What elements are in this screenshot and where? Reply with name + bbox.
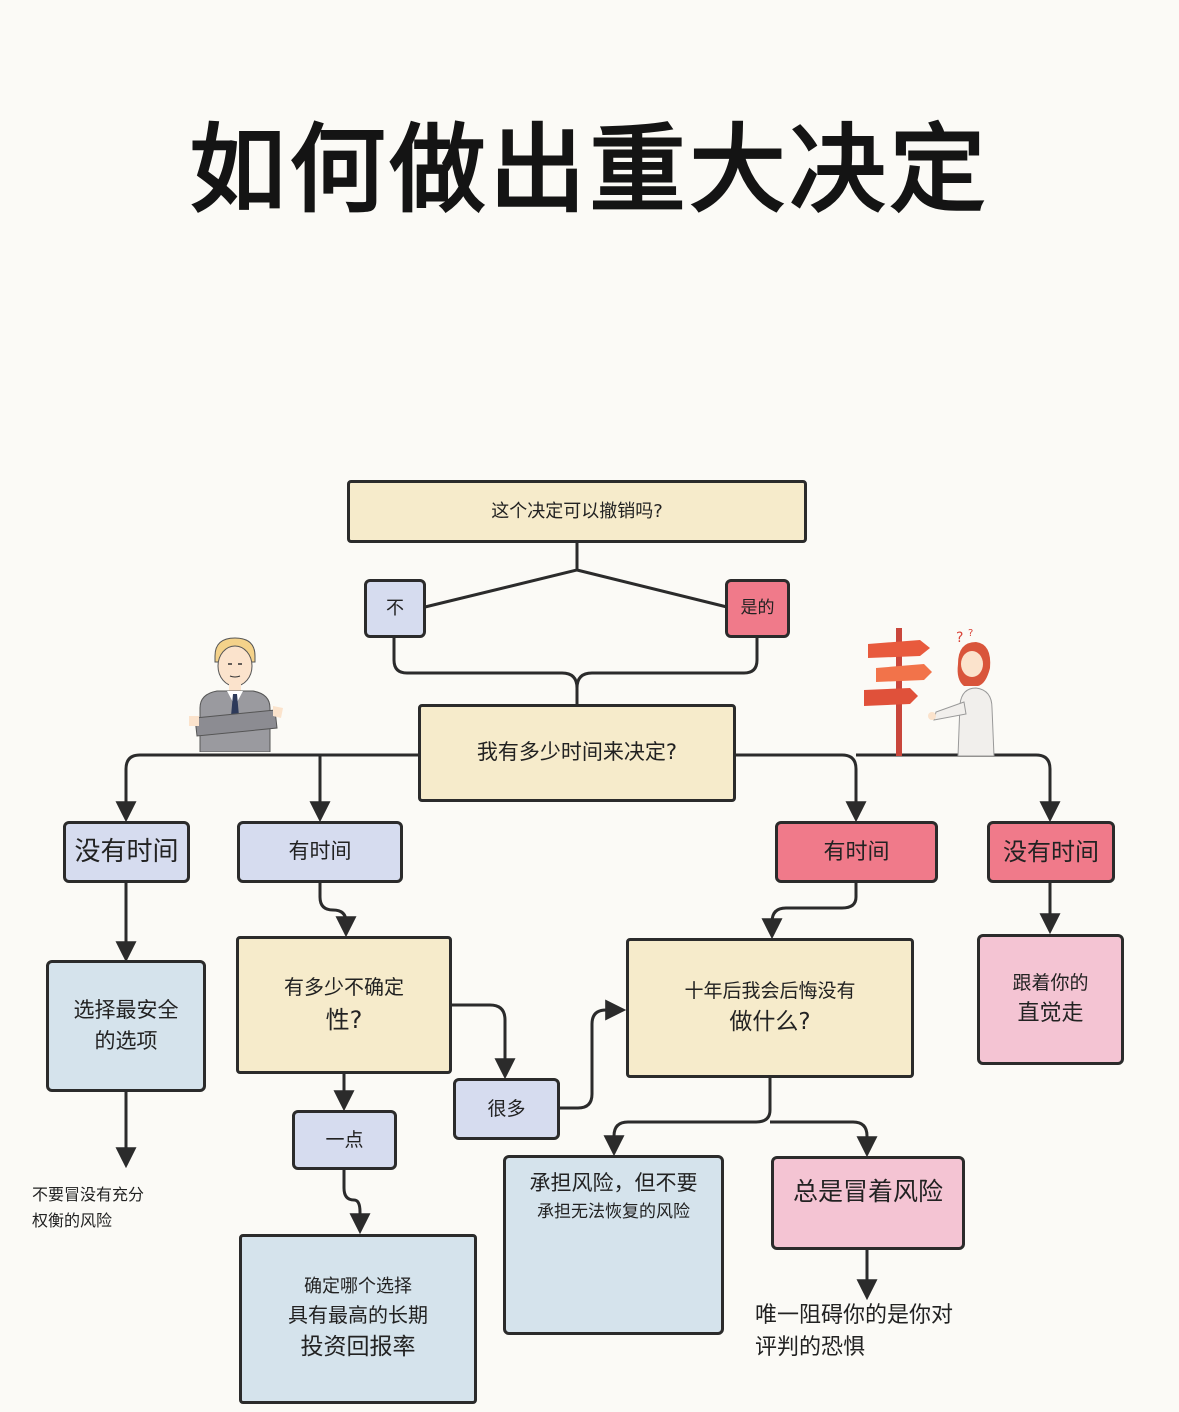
answer-yes-text: 是的 — [740, 597, 775, 618]
roi-box: 确定哪个选择 具有最高的长期 投资回报率 — [239, 1234, 477, 1404]
always-risk-text: 总是冒着风险 — [792, 1177, 943, 1206]
question-time-text: 我有多少时间来决定? — [476, 740, 678, 765]
line-q1-split — [424, 543, 728, 609]
take-risk-line2: 承担无法恢复的风险 — [537, 1201, 690, 1222]
answer-no-text: 不 — [386, 598, 404, 619]
left-have-time-box: 有时间 — [237, 821, 403, 883]
line-uncertainty-to-lot — [452, 1003, 516, 1080]
fear-line1: 唯一阻碍你的是你对 — [755, 1303, 954, 1328]
always-risk-box: 总是冒着风险 — [771, 1156, 965, 1250]
fear-note: 唯一阻碍你的是你对 评判的恐惧 — [755, 1300, 953, 1364]
line-have-time-to-uncertainty — [318, 883, 357, 938]
uncertainty-line2: 性? — [325, 1006, 363, 1034]
uncertainty-box: 有多少不确定 性? — [236, 936, 452, 1074]
line-regret-to-risk — [603, 1078, 772, 1157]
line-to-right-have-time — [735, 753, 867, 823]
safest-option-line2: 的选项 — [94, 1029, 158, 1053]
follow-gut-line1: 跟着你的 — [1012, 971, 1089, 994]
right-no-time-box: 没有时间 — [987, 821, 1115, 883]
page-title: 如何做出重大决定 — [189, 114, 990, 226]
a-lot-text: 很多 — [487, 1097, 526, 1120]
left-no-time-box: 没有时间 — [63, 821, 190, 883]
line-to-right-no-time — [856, 753, 1061, 823]
question-reversible-text: 这个决定可以撤销吗? — [491, 501, 663, 522]
roi-line2: 具有最高的长期 — [288, 1303, 428, 1328]
regret-question-box: 十年后我会后悔没有 做什么? — [626, 938, 914, 1078]
no-risk-line2: 权衡的风险 — [32, 1210, 113, 1230]
right-have-time-text: 有时间 — [823, 839, 890, 865]
follow-gut-box: 跟着你的 直觉走 — [977, 934, 1124, 1065]
left-no-time-text: 没有时间 — [74, 836, 179, 867]
safest-option-line1: 选择最安全 — [73, 997, 179, 1022]
question-reversible-box: 这个决定可以撤销吗? — [347, 480, 807, 543]
no-risk-line1: 不要冒没有充分 — [32, 1185, 145, 1204]
regret-line1: 十年后我会后悔没有 — [684, 979, 856, 1002]
woman-confused-signpost-icon: ? ? — [864, 628, 995, 756]
line-little-to-roi — [342, 1170, 371, 1235]
roi-line3: 投资回报率 — [300, 1334, 416, 1361]
svg-text:?: ? — [956, 630, 963, 646]
fear-line2: 评判的恐惧 — [755, 1334, 866, 1360]
line-to-left-no-time — [115, 753, 418, 823]
follow-gut-line2: 直觉走 — [1017, 1001, 1084, 1027]
line-regret-to-always-risk — [770, 1120, 878, 1158]
right-no-time-text: 没有时间 — [1003, 838, 1099, 866]
left-have-time-text: 有时间 — [288, 839, 352, 864]
regret-line2: 做什么? — [729, 1009, 811, 1035]
answer-yes-box: 是的 — [725, 579, 790, 638]
a-little-box: 一点 — [292, 1110, 397, 1170]
safest-option-box: 选择最安全 的选项 — [46, 960, 206, 1092]
businessman-arms-crossed-icon — [189, 637, 283, 752]
uncertainty-line1: 有多少不确定 — [284, 975, 404, 999]
a-lot-box: 很多 — [453, 1078, 560, 1140]
svg-text:?: ? — [968, 628, 973, 639]
line-merge-right — [575, 638, 759, 689]
right-have-time-box: 有时间 — [775, 821, 938, 883]
line-merge-to-q2 — [392, 638, 579, 704]
roi-line1: 确定哪个选择 — [304, 1276, 412, 1298]
take-risk-line1: 承担风险，但不要 — [529, 1171, 698, 1195]
take-risk-box: 承担风险，但不要 承担无法恢复的风险 — [503, 1155, 724, 1335]
a-little-text: 一点 — [325, 1128, 364, 1151]
answer-no-box: 不 — [364, 579, 426, 638]
no-risk-note: 不要冒没有充分 权衡的风险 — [32, 1182, 144, 1233]
line-lot-to-regret — [560, 999, 627, 1110]
line-have-time-to-regret — [761, 883, 858, 940]
question-time-box: 我有多少时间来决定? — [418, 704, 736, 802]
